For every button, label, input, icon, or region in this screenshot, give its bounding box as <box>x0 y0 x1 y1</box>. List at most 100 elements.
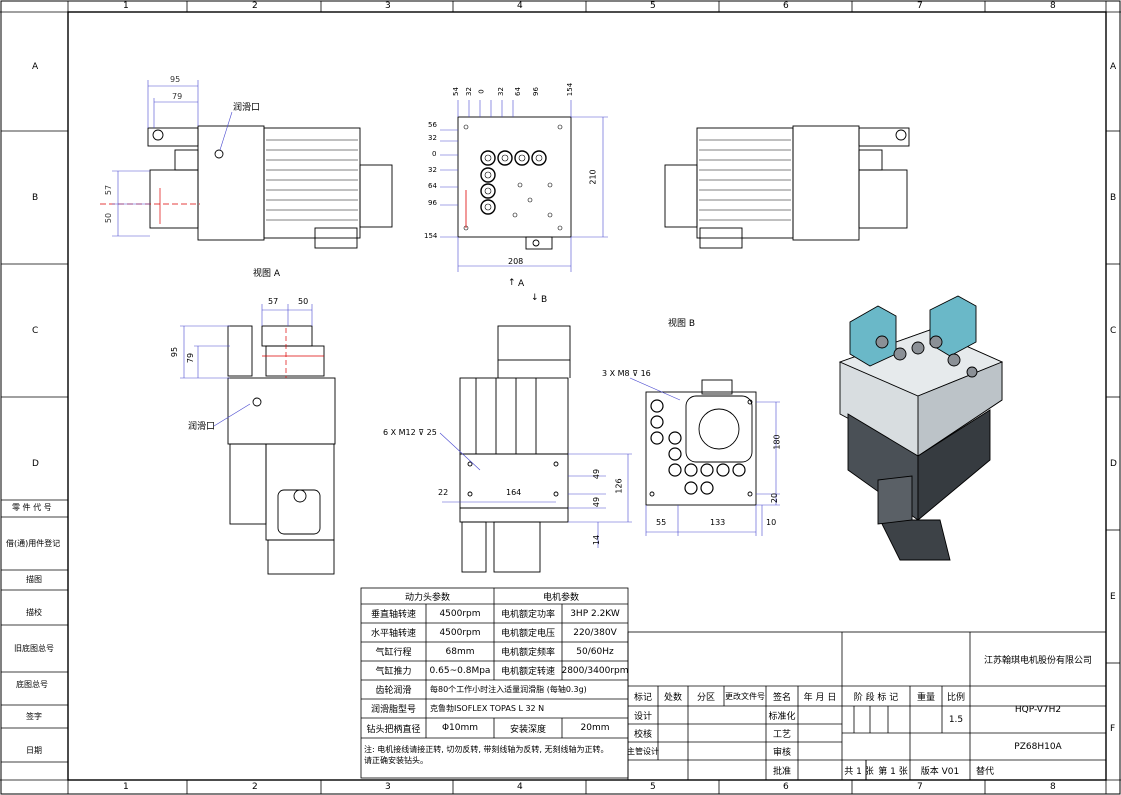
role-approve: 批准 <box>772 766 791 777</box>
row-label-c: C <box>32 326 39 336</box>
view-a-label: 视图 A <box>253 269 281 279</box>
table-note: 注: 电机接线请接正转, 切勿反转, 带刻线轴为反转, 无刻线轴为正转。 请正确… <box>364 745 609 765</box>
sheet-number: 第 1 张 <box>878 766 908 777</box>
col-label-8-bottom: 8 <box>1050 782 1056 792</box>
arrow-b-label: B <box>541 295 548 305</box>
left-label-check-trace: 描校 <box>26 608 42 617</box>
role-process: 工艺 <box>772 729 791 740</box>
col-label-4: 4 <box>517 1 523 11</box>
dim-164: 164 <box>506 488 522 497</box>
dim-208: 208 <box>508 257 524 266</box>
col-label-6-bottom: 6 <box>783 782 789 792</box>
param-row-1-label: 垂直轴转速 <box>370 610 416 620</box>
param-row-4-label: 气缸推力 <box>375 667 412 677</box>
role-design: 设计 <box>633 711 652 722</box>
lube-port-label-2: 润滑口 <box>188 422 216 432</box>
dim-14: 14 <box>592 534 602 546</box>
chuck-diameter-label: 钻头把柄直径 <box>366 724 421 735</box>
dim-49b: 49 <box>592 496 602 508</box>
dim-210: 210 <box>588 169 598 185</box>
param-row-2-value: 4500rpm <box>439 627 481 638</box>
col-label-2: 2 <box>252 1 258 11</box>
row-label-d-right: D <box>1110 459 1117 469</box>
view-b-label: 视图 B <box>668 319 696 329</box>
power-head-header: 动力头参数 <box>404 592 450 603</box>
sheet-total: 共 1 张 <box>844 766 874 777</box>
top-view-plate <box>457 116 572 250</box>
dim-95-top: 95 <box>170 75 181 84</box>
chuck-diameter-value: Φ10mm <box>441 723 479 733</box>
scale-value: 1.5 <box>948 714 964 725</box>
param-row-3-label: 气缸行程 <box>375 648 412 658</box>
install-depth-value: 20mm <box>580 723 610 733</box>
dim-side-56: 56 <box>428 121 437 129</box>
param-row-1-motor-value: 3HP 2.2KW <box>570 608 620 619</box>
row-label-e-right: E <box>1110 592 1116 602</box>
rev-header-count: 处数 <box>663 692 682 703</box>
dim-57-lower: 57 <box>268 297 279 306</box>
param-row-3-motor-value: 50/60Hz <box>576 646 614 657</box>
front-view-center <box>459 325 571 573</box>
dim-top-54: 54 <box>451 87 460 96</box>
left-label-trace: 描图 <box>26 575 42 584</box>
dim-10: 10 <box>766 518 777 527</box>
side-view-right <box>664 125 910 249</box>
dim-side-154: 154 <box>424 232 438 240</box>
arrow-a-glyph: ↑ <box>508 278 516 288</box>
stage-mark-header: 阶 段 标 记 <box>853 692 899 703</box>
weight-header: 重量 <box>916 692 935 703</box>
param-row-4-motor-value: 2800/3400rpm <box>562 665 628 676</box>
dim-79-lower: 79 <box>186 352 196 364</box>
dim-top-154: 154 <box>566 82 575 97</box>
thread-m8-callout: 3 X M8 ⊽ 16 <box>602 369 651 378</box>
side-view-left <box>100 125 393 249</box>
role-lead-design: 主管设计 <box>627 746 659 756</box>
drawing-number: PZ68H10A <box>1014 741 1062 752</box>
lube-port-label-1: 润滑口 <box>233 103 261 113</box>
dim-side-32b: 32 <box>428 166 437 174</box>
dim-126: 126 <box>614 478 624 494</box>
rev-header-sign: 签名 <box>772 692 791 703</box>
role-check: 校核 <box>633 729 652 740</box>
version-label: 版本 V01 <box>920 766 960 777</box>
dim-49a: 49 <box>592 468 602 480</box>
left-label-base-total: 底图总号 <box>16 680 48 689</box>
part-name: HQP-V7H2 <box>1014 704 1062 715</box>
arrow-b-glyph: ↓ <box>531 293 539 303</box>
front-view-left <box>227 325 336 575</box>
param-row-3-motor-label: 电机额定频率 <box>500 648 555 658</box>
param-row-4-value: 0.65~0.8Mpa <box>429 665 491 676</box>
left-label-sign: 签字 <box>26 712 42 721</box>
dim-50-lower: 50 <box>298 297 309 306</box>
grease-type-value: 克鲁勃ISOFLEX TOPAS L 32 N <box>430 704 545 713</box>
param-table-grid <box>360 587 629 779</box>
dim-95-lower: 95 <box>170 346 180 358</box>
dim-55: 55 <box>656 518 667 527</box>
row-label-b: B <box>32 193 39 203</box>
thread-m12-callout: 6 X M12 ⊽ 25 <box>383 428 437 437</box>
company-name: 江苏翰琪电机股份有限公司 <box>983 655 1092 666</box>
motor-params-header: 电机参数 <box>542 592 579 603</box>
row-label-a: A <box>32 62 39 72</box>
col-label-8: 8 <box>1050 1 1056 11</box>
row-label-f-right: F <box>1110 724 1116 734</box>
dim-133: 133 <box>710 518 726 527</box>
col-label-3-bottom: 3 <box>385 782 391 792</box>
rev-header-date: 年 月 日 <box>803 692 837 703</box>
gear-lube-label: 齿轮润滑 <box>375 686 412 696</box>
dim-top-64: 64 <box>513 87 522 96</box>
param-row-1-value: 4500rpm <box>439 608 481 619</box>
dim-180: 180 <box>772 434 782 450</box>
grease-type-label: 润滑脂型号 <box>370 705 416 715</box>
param-row-2-motor-label: 电机额定电压 <box>500 629 555 639</box>
view-b <box>645 379 757 506</box>
rev-header-zone: 分区 <box>696 692 715 703</box>
dim-top-0: 0 <box>477 89 486 94</box>
col-label-7: 7 <box>917 1 923 11</box>
dim-side-96: 96 <box>428 199 437 207</box>
install-depth-label: 安装深度 <box>509 724 546 735</box>
dim-57-left: 57 <box>104 184 114 196</box>
role-review: 审核 <box>772 747 791 758</box>
title-block-grid <box>627 631 1107 781</box>
left-label-part-code: 零 件 代 号 <box>12 503 52 512</box>
